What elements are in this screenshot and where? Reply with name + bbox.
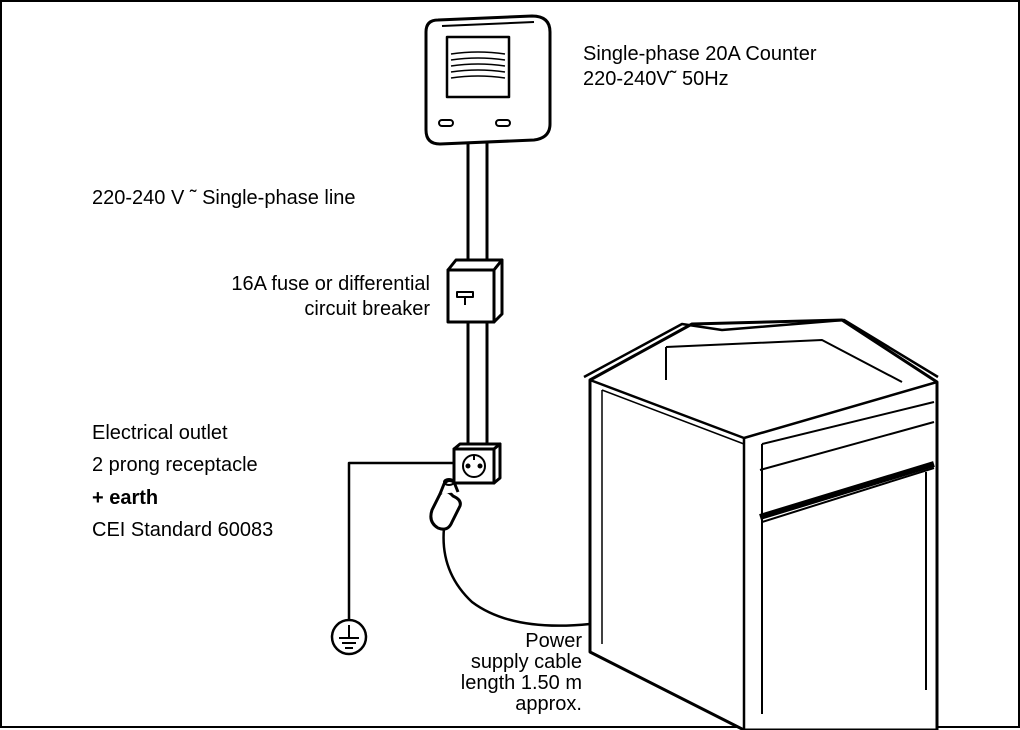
line-label: 220-240 V ˜ Single-phase line [92,187,356,209]
fuse-box-icon [446,258,504,324]
meter-icon [424,14,552,146]
fuse-label-line1: 16A fuse or differential [231,273,430,295]
outlet-label-line3: + earth [92,487,159,509]
outlet-label-line4: CEI Standard 60083 [92,519,274,541]
cable-label-line4: approx. [515,693,582,715]
cable-label-line2: supply cable [470,651,582,673]
oven-icon [583,318,939,730]
earth-wire [347,461,454,620]
cable-label-line1: Power [525,630,582,652]
outlet-label-line1: Electrical outlet [92,422,228,444]
supply-line [466,143,489,264]
outlet-line [466,322,489,444]
fuse-label-line2: circuit breaker [304,298,430,320]
plug-icon [429,478,462,531]
cable-label-line3: length 1.50 m [460,672,582,694]
earth-ground-icon [330,618,368,656]
counter-label-line2: 220-240V˜ 50Hz [583,68,729,90]
counter-label-line1: Single-phase 20A Counter [583,43,817,65]
outlet-label-line2: 2 prong receptacle [92,454,258,476]
outlet-icon [452,442,502,485]
power-cable [442,527,591,627]
